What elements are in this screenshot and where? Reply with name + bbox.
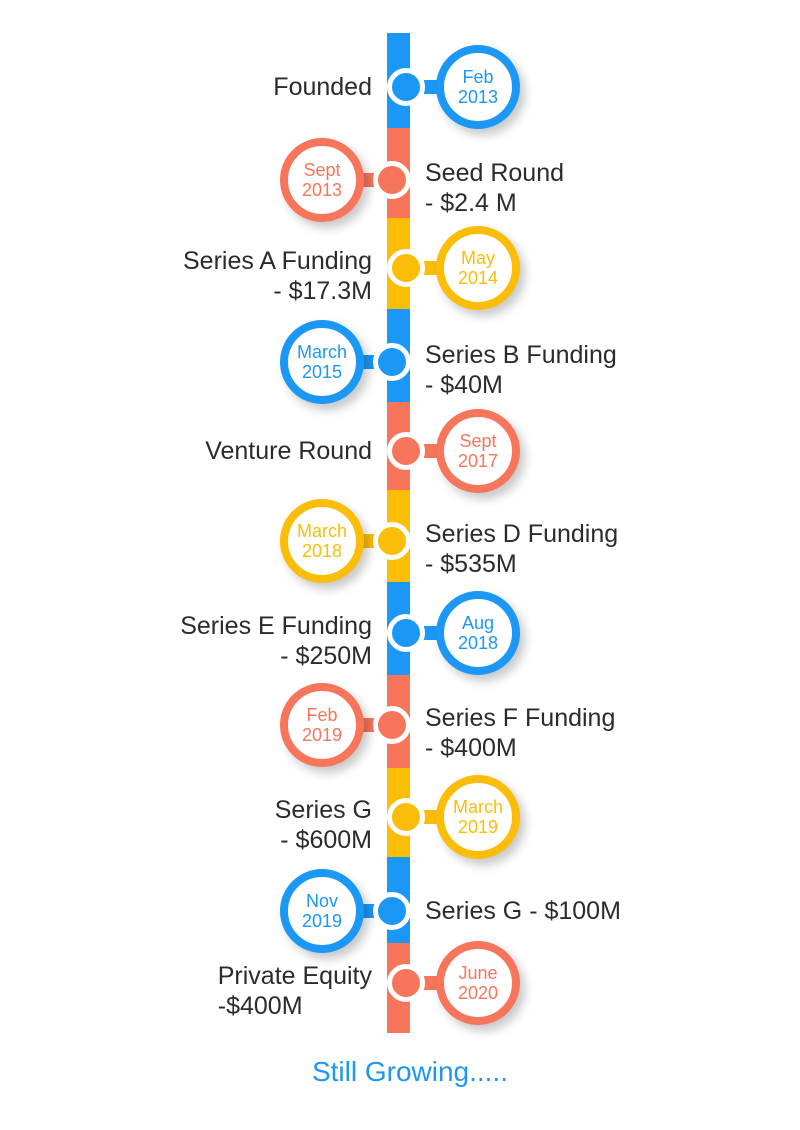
date-year: 2018 (457, 633, 499, 653)
milestone-label-line: Founded (273, 73, 372, 101)
milestone-label: Series D Funding- $535M (425, 519, 618, 579)
node-dot (373, 161, 411, 199)
milestone-label: Series B Funding- $40M (425, 340, 617, 400)
milestone-label-line: Series G - $100M (425, 897, 621, 925)
milestone-label-line: Series A Funding (182, 247, 372, 275)
date-month: Feb (306, 705, 338, 725)
node-dot (387, 614, 425, 652)
date-month: March (452, 797, 503, 817)
milestone-label-line: - $40M (425, 371, 503, 399)
date-year: 2014 (457, 268, 499, 288)
node-dot (387, 68, 425, 106)
date-month: Aug (461, 613, 495, 633)
milestone-label-line: Seed Round (425, 159, 565, 187)
milestone-label: Series E Funding- $250M (180, 611, 372, 671)
date-year: 2013 (301, 180, 343, 200)
node-dot (387, 798, 425, 836)
milestone-label-line: - $17.3M (273, 277, 372, 305)
milestone-label: Series G- $600M (275, 795, 372, 855)
date-month: Nov (305, 891, 338, 911)
date-year: 2017 (457, 451, 499, 471)
milestone-label: Series A Funding- $17.3M (183, 246, 372, 306)
node-dot (373, 892, 411, 930)
milestone-label-line: Series E Funding (180, 612, 372, 640)
footer-text: Still Growing..... (311, 1056, 509, 1087)
milestone-label-line: - $600M (280, 826, 372, 854)
date-year: 2020 (457, 983, 499, 1003)
date-year: 2019 (301, 911, 343, 931)
milestone-label-line: - $2.4 M (425, 189, 517, 217)
milestone-label: Venture Round (205, 436, 372, 466)
date-year: 2015 (301, 362, 343, 382)
milestone-label-line: Series F Funding (425, 704, 616, 732)
milestone-label-line: - $535M (425, 550, 517, 578)
date-year: 2018 (301, 541, 343, 561)
milestone-label-line: Series B Funding (425, 341, 617, 369)
date-year: 2013 (457, 87, 499, 107)
milestone-label: Series F Funding- $400M (425, 703, 615, 763)
milestone-label-line: Private Equity (217, 962, 372, 990)
date-month: March (296, 342, 347, 362)
milestone-label: Private Equity-$400M (218, 961, 372, 1021)
milestone-label-line: Series G (274, 796, 372, 824)
date-year: 2019 (301, 725, 343, 745)
date-month: Feb (462, 67, 494, 87)
node-dot (387, 249, 425, 287)
date-month: March (296, 521, 347, 541)
date-month: May (460, 248, 495, 268)
date-month: June (458, 963, 498, 983)
date-month: Sept (459, 431, 497, 451)
date-month: Sept (303, 160, 341, 180)
milestone-label-line: -$400M (217, 992, 303, 1020)
date-year: 2019 (457, 817, 499, 837)
node-dot (373, 706, 411, 744)
node-dot (387, 964, 425, 1002)
milestone-label-line: Venture Round (205, 437, 372, 465)
milestone-label: Series G - $100M (425, 896, 621, 926)
node-dot (373, 522, 411, 560)
milestone-label: Founded (273, 72, 372, 102)
node-dot (387, 432, 425, 470)
milestone-label-line: - $400M (425, 734, 517, 762)
node-dot (373, 343, 411, 381)
milestone-label: Seed Round- $2.4 M (425, 158, 564, 218)
milestone-label-line: - $250M (280, 642, 372, 670)
milestone-label-line: Series D Funding (425, 520, 619, 548)
